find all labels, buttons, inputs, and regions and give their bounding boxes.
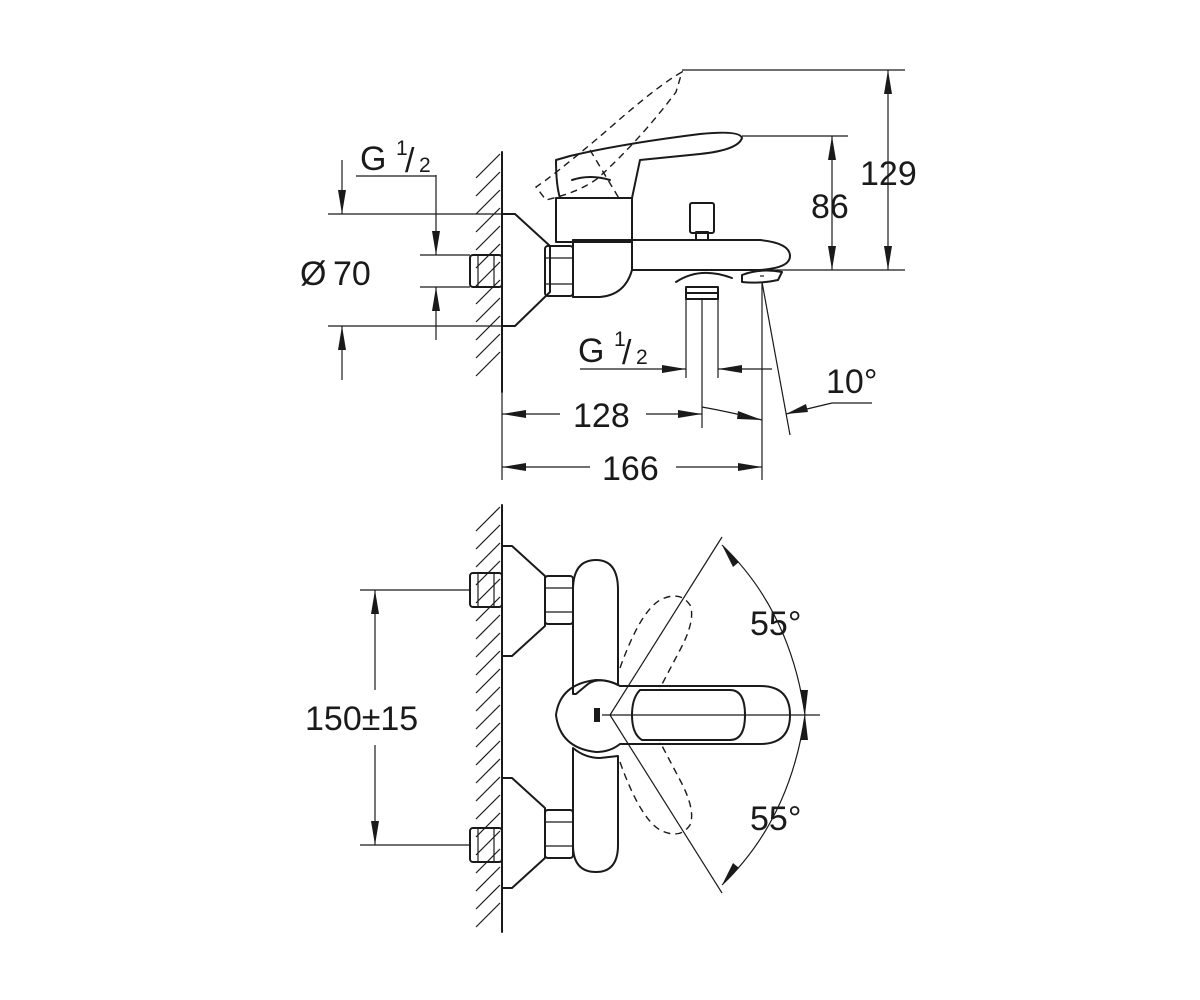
wall-hatch-line [475,740,501,766]
mixer-body [572,239,791,298]
diameter-symbol: Ø [300,255,326,293]
dim-outlet-thread: G 1 / 2 [578,299,772,378]
lower-connection [469,777,574,889]
front-wall [475,504,503,933]
wall-hatch-line [475,758,501,784]
dim-86: 86 [742,135,849,270]
lever-right-position [619,741,693,835]
dim-inlet-thread: G 1 / 2 [356,137,470,340]
wall-hatch-line [475,506,501,532]
outlet-thread-numerator: 1 [614,328,626,351]
wall-hatch-line [475,614,501,640]
side-wall [475,151,503,393]
dim-150-label: 150±15 [305,700,418,738]
wall-hatch-line [475,776,501,802]
front-view: 150±15 55° 55° [305,504,820,933]
wall-hatch-line [475,830,501,856]
wall-hatch-line [475,650,501,676]
wall-hatch-line [475,333,501,359]
dim-128-label: 128 [573,397,630,435]
dim-diameter-70: Ø 70 [300,160,502,380]
wall-hatch-line [475,189,501,215]
wall-hatch-line [475,261,501,287]
dim-166: 166 [502,450,762,488]
wall-hatch-line [475,902,501,928]
wall-hatch-line [475,668,501,694]
wall-hatch-line [475,297,501,323]
spout-outlet [675,269,783,300]
outlet-thread-denominator: 2 [636,346,648,369]
wall-hatch-line [475,578,501,604]
lever-raised-position [534,70,684,201]
dim-86-label: 86 [811,188,849,226]
outlet-thread-G: G [578,332,604,370]
dim-150: 150±15 [305,589,470,846]
side-rosette [469,213,574,327]
lever-handle [555,131,743,199]
dim-128: 128 [501,299,763,480]
outlet-thread-slash: / [622,334,632,372]
angle-lower-label: 55° [750,800,801,838]
front-body [572,559,619,873]
wall-hatch-line [475,632,501,658]
wall-hatch-line [475,704,501,730]
wall-hatch-line [475,596,501,622]
wall-hatch-line [475,171,501,197]
angle-10-label: 10° [826,363,877,401]
lever-top-view [555,679,820,753]
wall-hatch-line [475,794,501,820]
cartridge-housing [555,197,633,243]
wall-hatch-line [475,542,501,568]
wall-hatch-line [475,315,501,341]
dim-129-label: 129 [860,155,917,193]
upper-connection [469,545,574,657]
dim-129: 129 [682,69,917,270]
dim-166-label: 166 [602,450,659,488]
wall-hatch-line [475,686,501,712]
inlet-thread-numerator: 1 [396,137,408,160]
dim-angles-55: 55° 55° [609,536,808,894]
side-view: 129 86 Ø 70 G [300,69,917,488]
wall-hatch-line [475,884,501,910]
wall-hatch-line [475,722,501,748]
wall-hatch-line [475,351,501,377]
angle-upper-label: 55° [750,605,801,643]
dim-angle-10: 10° [761,281,877,480]
wall-hatch-line [475,225,501,251]
wall-hatch-line [475,153,501,179]
diameter-value: 70 [333,255,371,293]
wall-hatch-line [475,812,501,838]
wall-hatch-line [475,524,501,550]
inlet-thread-denominator: 2 [419,154,431,177]
lever-left-position [619,595,693,689]
diverter-knob [689,202,715,241]
inlet-thread-G: G [360,140,386,178]
wall-hatch-line [475,207,501,233]
wall-hatch-line [475,279,501,305]
inlet-thread-slash: / [405,142,415,180]
wall-hatch-line [475,866,501,892]
